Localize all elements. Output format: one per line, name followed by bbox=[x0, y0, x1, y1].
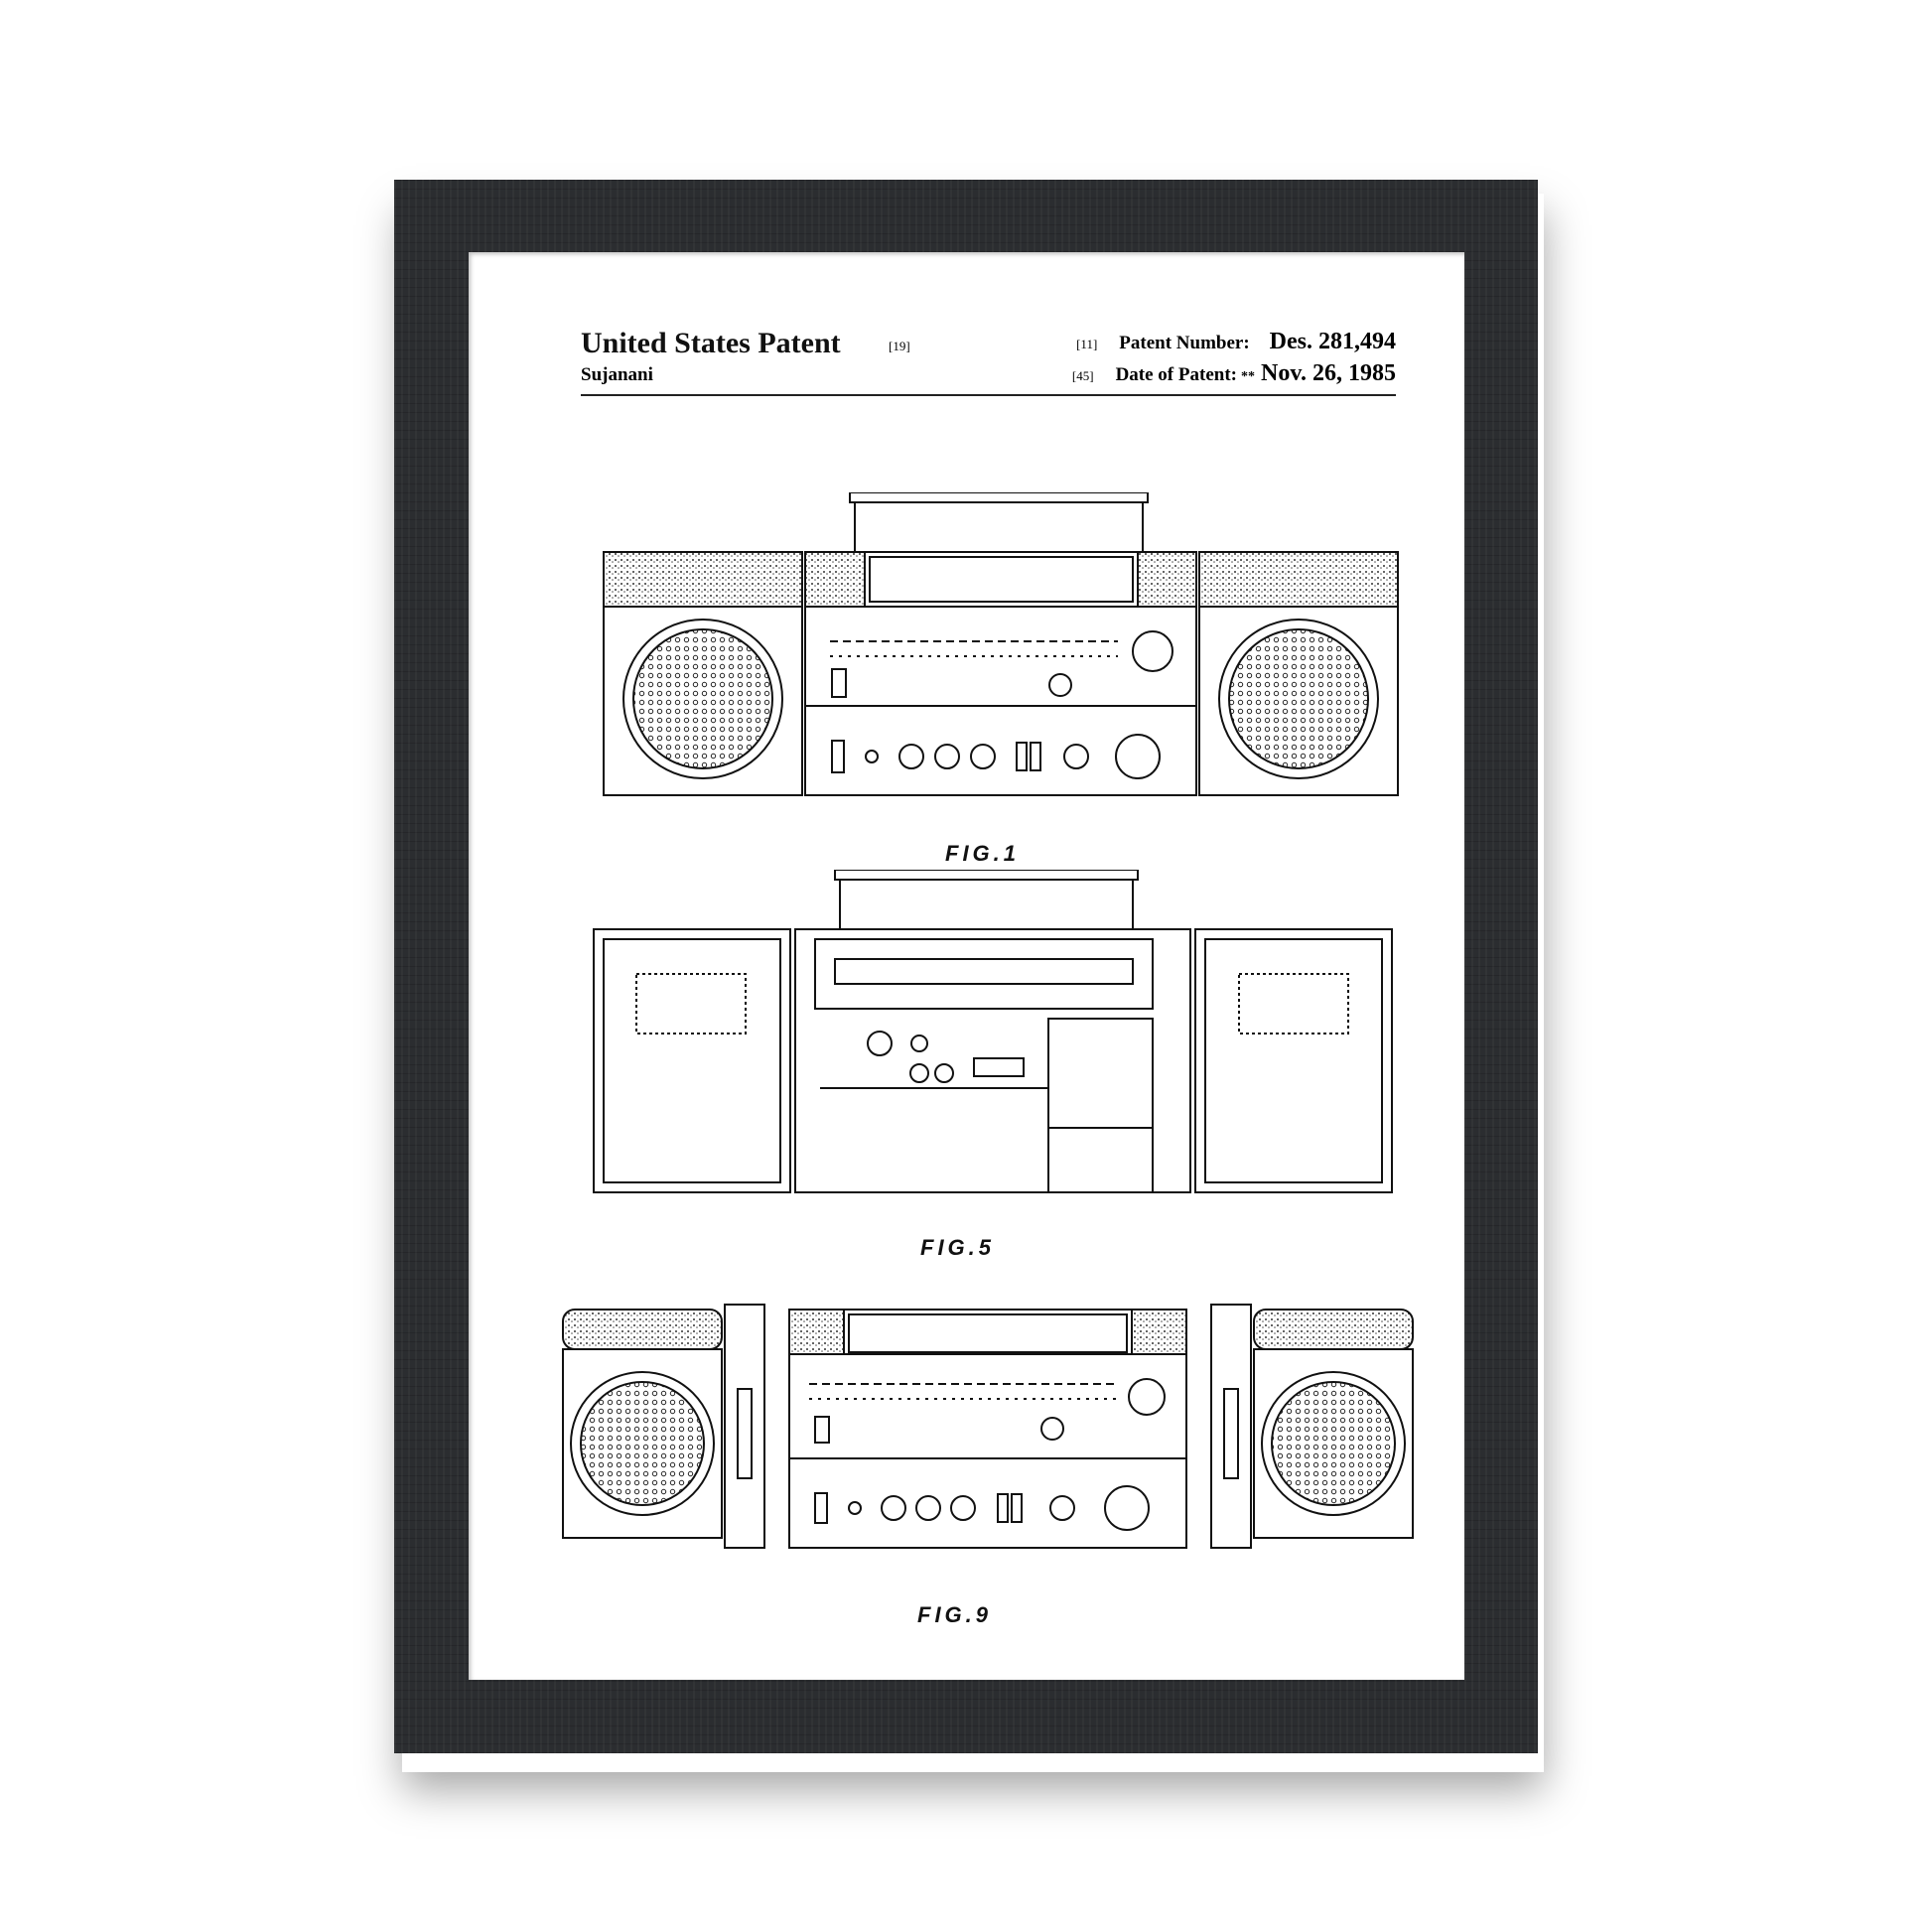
patent-number-ref: [11] bbox=[1076, 337, 1098, 351]
fig9-boombox-perspective-drawing bbox=[562, 1304, 1414, 1549]
patent-print: United States Patent [19] Sujanani [11] P… bbox=[469, 252, 1464, 1680]
patent-number-line: [11] Patent Number: Des. 281,494 bbox=[1076, 329, 1396, 355]
date-marker: ** bbox=[1240, 369, 1255, 384]
date-line: [45] Date of Patent:** Nov. 26, 1985 bbox=[1072, 360, 1396, 387]
fig9-label: FIG.9 bbox=[917, 1602, 993, 1627]
patent-title: United States Patent bbox=[581, 327, 841, 359]
fig1-label: FIG.1 bbox=[945, 841, 1021, 866]
date-label: Date of Patent: bbox=[1115, 364, 1237, 385]
picture-frame: United States Patent [19] Sujanani [11] P… bbox=[394, 180, 1538, 1753]
inventor-name: Sujanani bbox=[581, 364, 653, 385]
fig5-boombox-rear-drawing bbox=[593, 870, 1393, 1193]
date-ref: [45] bbox=[1071, 368, 1094, 383]
patent-date: Nov. 26, 1985 bbox=[1260, 360, 1396, 386]
patent-number: Des. 281,494 bbox=[1269, 329, 1396, 354]
title-ref: [19] bbox=[889, 339, 910, 353]
fig1-boombox-front-drawing bbox=[603, 492, 1399, 796]
patent-number-label: Patent Number: bbox=[1119, 333, 1250, 353]
header-rule bbox=[581, 394, 1396, 396]
fig5-label: FIG.5 bbox=[920, 1235, 996, 1260]
